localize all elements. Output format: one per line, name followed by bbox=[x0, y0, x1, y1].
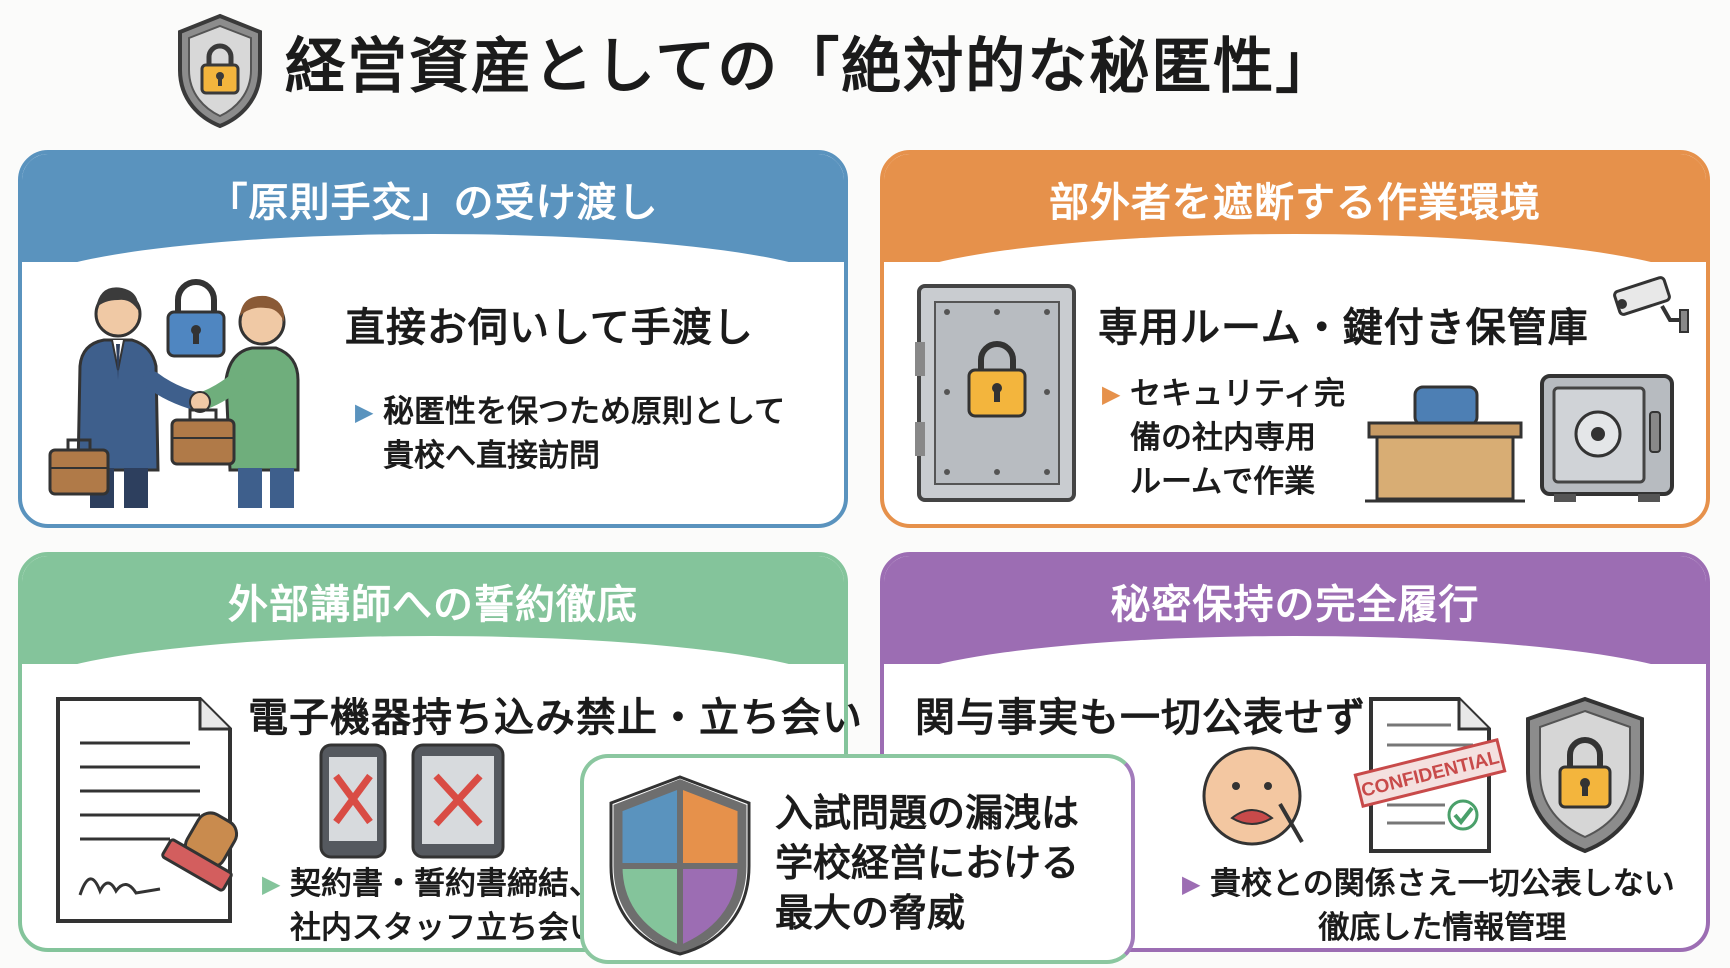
shield-lock-icon bbox=[1526, 696, 1644, 854]
card-instructor-header: 外部講師への誓約徹底 bbox=[22, 556, 844, 692]
student-figure bbox=[191, 295, 300, 508]
card-handover-bullet: ▶ 秘匿性を保つため原則として 貴校へ直接訪問 bbox=[355, 390, 785, 478]
smartphone-crossed-icon bbox=[319, 743, 387, 859]
center-threat-text: 入試問題の漏洩は 学校経営における 最大の脅威 bbox=[775, 791, 1080, 935]
handshake-illustration bbox=[48, 279, 300, 508]
confidential-document-icon: CONFIDENTIAL bbox=[1353, 697, 1507, 853]
card-handover-header: 「原則手交」の受け渡し bbox=[22, 154, 844, 290]
desk-icon bbox=[1365, 385, 1525, 503]
card-handover-title: 「原則手交」の受け渡し bbox=[207, 180, 659, 226]
card-instructor-bullet: ▶ 契約書・誓約書締結、 社内スタッフ立ち会い bbox=[262, 862, 600, 950]
card-confidentiality-title: 秘密保持の完全履行 bbox=[1110, 582, 1480, 628]
card-confidentiality-header: 秘密保持の完全履行 bbox=[884, 556, 1706, 692]
stamp-icon bbox=[161, 811, 239, 892]
four-color-shield-icon bbox=[609, 775, 751, 956]
security-camera-icon bbox=[1613, 276, 1689, 333]
businessman-figure bbox=[76, 287, 207, 508]
briefcase-icon bbox=[170, 408, 236, 466]
bullet-arrow-icon: ▶ bbox=[1182, 870, 1201, 898]
card-confidentiality: 秘密保持の完全履行 bbox=[880, 552, 1710, 952]
bullet-arrow-icon: ▶ bbox=[1102, 380, 1121, 408]
card-environment-subtitle: 専用ルーム・鍵付き保管庫 bbox=[1098, 305, 1589, 351]
padlock-icon bbox=[166, 279, 226, 358]
vault-door-icon bbox=[915, 284, 1076, 502]
card-confidentiality-subtitle: 関与事実も一切公表せず bbox=[915, 695, 1366, 741]
briefcase-icon bbox=[48, 438, 110, 496]
card-instructor-subtitle: 電子機器持ち込み禁止・立ち会い bbox=[248, 695, 863, 741]
card-environment-header: 部外者を遮断する作業環境 bbox=[884, 154, 1706, 290]
contract-document-icon bbox=[56, 697, 239, 923]
card-instructor-title: 外部講師への誓約徹底 bbox=[228, 582, 638, 628]
title-area: 経営資産としての「絶対的な秘匿性」 bbox=[0, 0, 1730, 140]
tablet-crossed-icon bbox=[411, 743, 505, 859]
page-title: 経営資産としての「絶対的な秘匿性」 bbox=[285, 32, 1338, 102]
bullet-arrow-icon: ▶ bbox=[262, 870, 281, 898]
bullet-arrow-icon: ▶ bbox=[355, 398, 374, 426]
card-handover-subtitle: 直接お伺いして手渡し bbox=[345, 305, 754, 351]
card-environment-bullet: ▶ セキュリティ完 備の社内専用 ルームで作業 bbox=[1102, 372, 1345, 504]
card-confidentiality-bullet: ▶ 貴校との関係さえ一切公表しない 徹底した情報管理 bbox=[1182, 862, 1675, 950]
shield-lock-icon bbox=[178, 13, 262, 129]
silent-face-icon bbox=[1202, 746, 1304, 846]
safe-icon bbox=[1540, 374, 1674, 502]
card-environment-title: 部外者を遮断する作業環境 bbox=[1049, 180, 1541, 226]
